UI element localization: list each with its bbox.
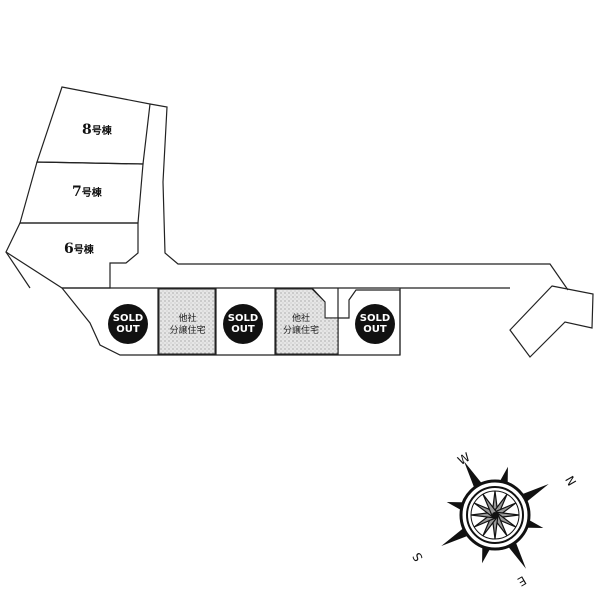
access-road	[149, 103, 569, 291]
lot-6-outline	[5, 222, 139, 289]
end-lot-outline	[509, 285, 594, 358]
other-lot-2	[275, 288, 339, 355]
lot-8-label: 8号棟	[82, 122, 112, 138]
other-company-label-1: 他社分譲住宅	[169, 314, 206, 336]
lot-6-label: 6号棟	[64, 241, 94, 257]
other-lot-1	[158, 288, 216, 355]
compass-rose	[441, 461, 549, 569]
lot-7-label: 7号棟	[72, 184, 102, 200]
other-company-label-2: 他社分譲住宅	[282, 314, 319, 336]
